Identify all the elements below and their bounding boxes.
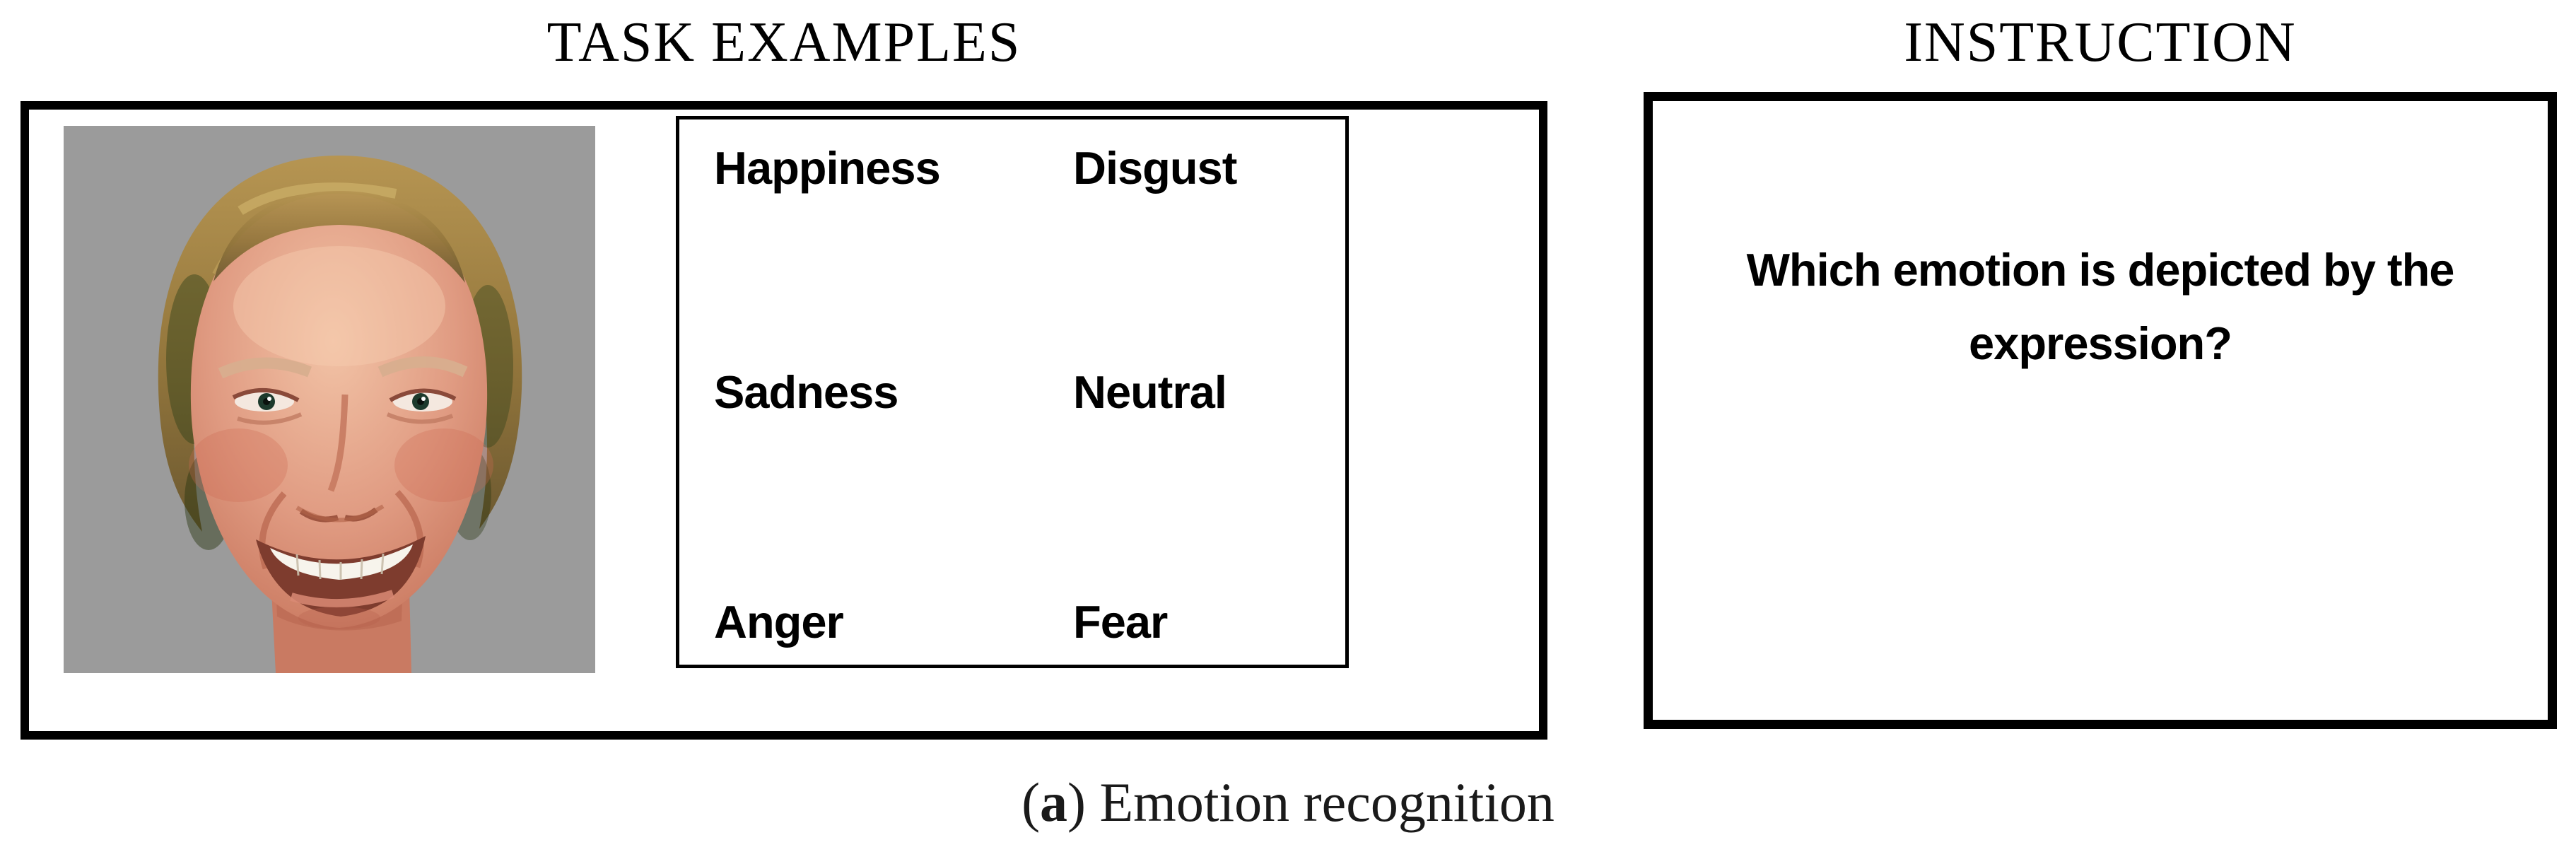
emotion-option-disgust: Disgust [1073, 142, 1237, 194]
caption-subfigure-letter: a [1040, 771, 1068, 833]
instruction-title: INSTRUCTION [1904, 11, 2297, 74]
instruction-panel: Which emotion is depicted by the express… [1644, 92, 2557, 729]
emotion-options-box: Happiness Disgust Sadness Neutral Anger … [676, 116, 1349, 668]
instruction-question: Which emotion is depicted by the express… [1746, 244, 2455, 369]
emotion-option-neutral: Neutral [1073, 366, 1227, 418]
emotion-option-sadness: Sadness [714, 366, 898, 418]
figure-caption: (a) Emotion recognition [0, 767, 2576, 838]
caption-text: ) Emotion recognition [1067, 771, 1555, 833]
task-examples-title: TASK EXAMPLES [546, 11, 1021, 74]
emotion-option-happiness: Happiness [714, 142, 941, 194]
emotion-option-anger: Anger [714, 596, 844, 648]
emotion-option-fear: Fear [1073, 596, 1168, 648]
smiling-woman-face-illustration [64, 126, 595, 673]
caption-paren-open: ( [1021, 771, 1041, 833]
face-photo [64, 126, 595, 673]
